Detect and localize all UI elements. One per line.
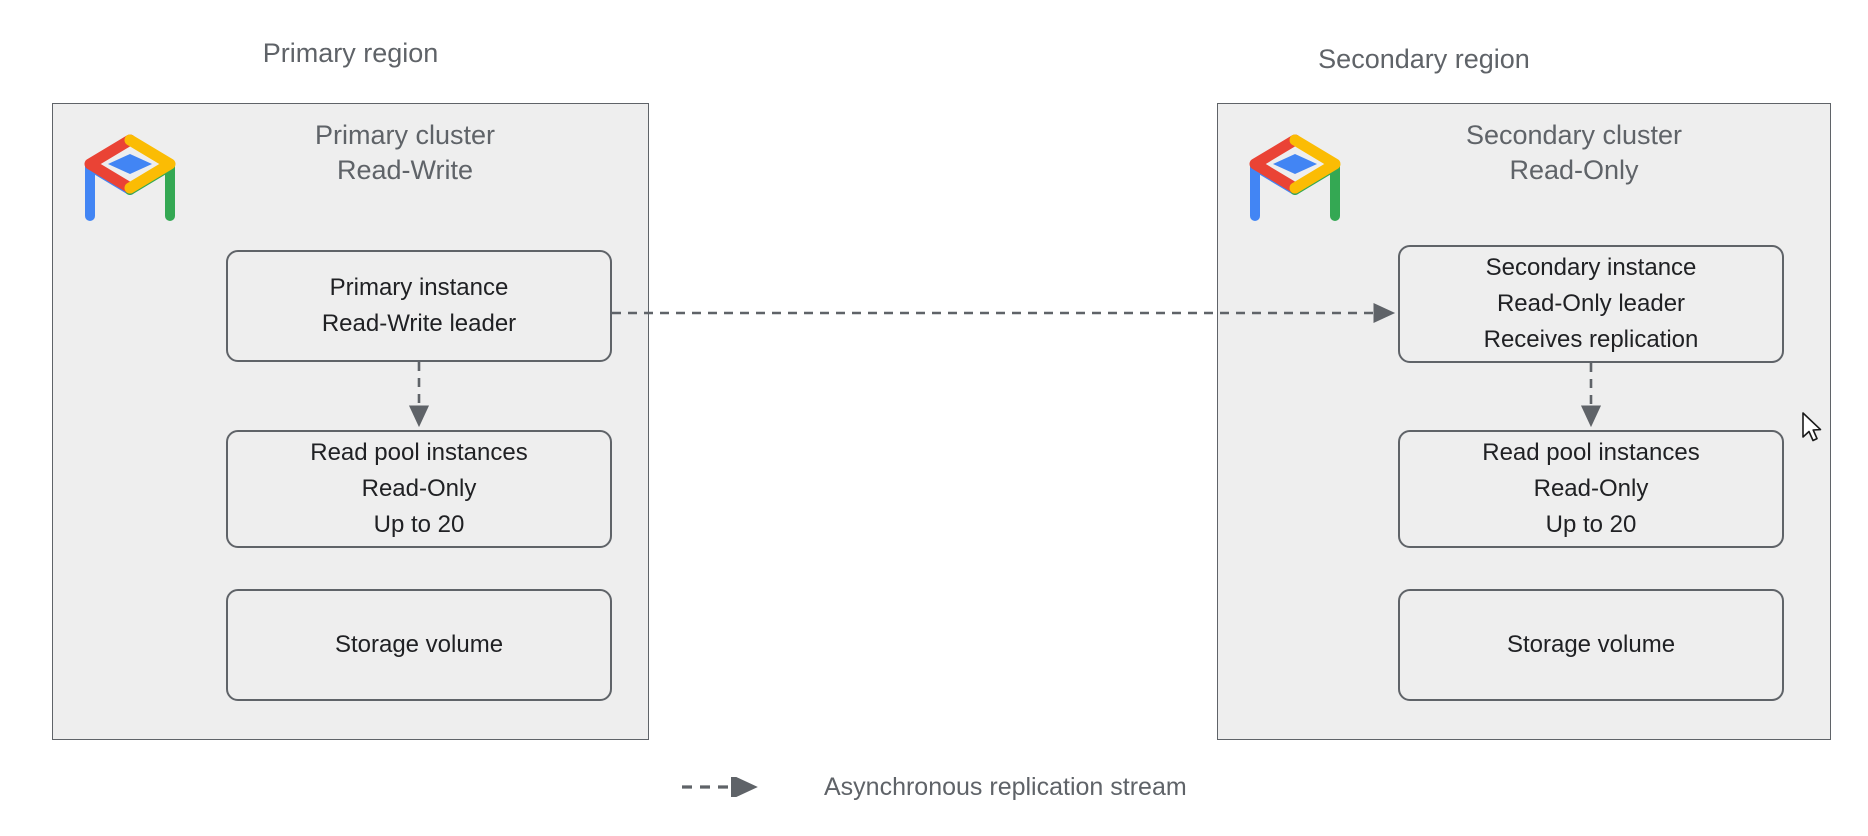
node-secondary-read-pool-label: Read pool instances Read-Only Up to 20 [1482, 439, 1700, 538]
node-secondary-instance-label: Secondary instance Read-Only leader Rece… [1483, 254, 1699, 353]
dashed-arrow-icon [682, 777, 758, 797]
node-primary-storage-volume-label: Storage volume [334, 631, 504, 658]
alloydb-logo-icon [84, 134, 176, 221]
node-secondary-instance[interactable]: Secondary instance Read-Only leader Rece… [1398, 245, 1784, 363]
node-primary-instance-label: Primary instance Read-Write leader [321, 274, 517, 337]
region-label-secondary: Secondary region [1318, 44, 1530, 74]
node-secondary-read-pool[interactable]: Read pool instances Read-Only Up to 20 [1398, 430, 1784, 548]
node-primary-read-pool-label: Read pool instances Read-Only Up to 20 [310, 439, 528, 538]
alloydb-logo-icon [1249, 134, 1341, 221]
mouse-pointer-icon [1802, 412, 1822, 442]
node-primary-read-pool[interactable]: Read pool instances Read-Only Up to 20 [226, 430, 612, 548]
node-primary-storage-volume[interactable]: Storage volume [226, 589, 612, 701]
legend-label: Asynchronous replication stream [824, 773, 1187, 801]
node-secondary-storage-volume-label: Storage volume [1506, 631, 1676, 658]
node-secondary-storage-volume[interactable]: Storage volume [1398, 589, 1784, 701]
node-primary-instance[interactable]: Primary instance Read-Write leader [226, 250, 612, 362]
cluster-title-primary: Primary cluster Read-Write [314, 120, 496, 185]
region-label-primary: Primary region [262, 38, 439, 68]
legend: Asynchronous replication stream [680, 770, 1187, 804]
cluster-title-secondary: Secondary cluster Read-Only [1465, 120, 1683, 185]
